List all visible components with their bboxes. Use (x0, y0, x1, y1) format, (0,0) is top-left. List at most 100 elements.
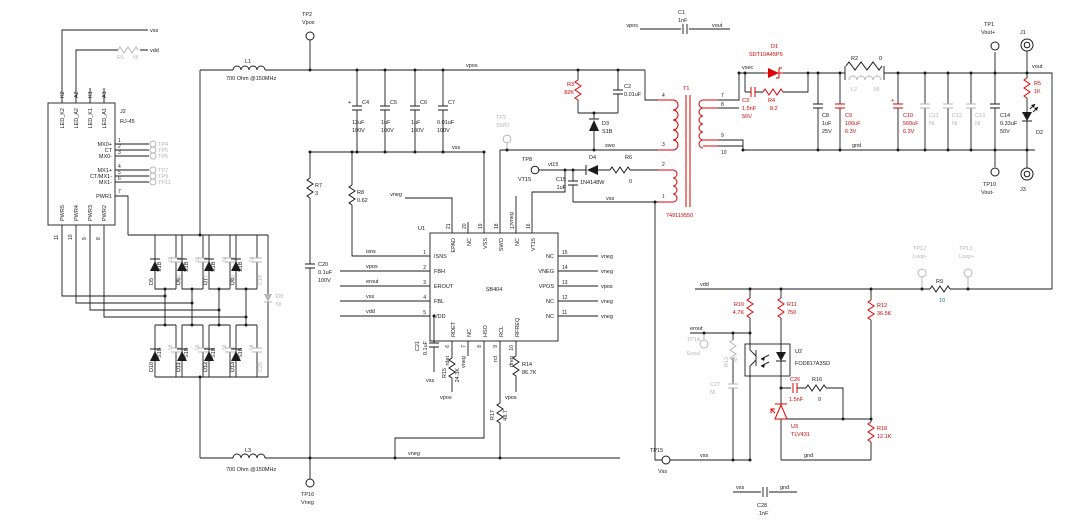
label-2: 2 (423, 265, 426, 271)
label-vout: vout (1032, 64, 1043, 70)
label-1.5nf: 1.5nF (789, 397, 804, 403)
label-erout: Erout (687, 351, 701, 357)
label-nc: NC (515, 238, 521, 246)
testpoint-tp1 (990, 41, 1000, 51)
label-+: + (891, 98, 894, 104)
label-18: 18 (494, 223, 500, 229)
label-mx1+: MX1+ (97, 168, 112, 174)
label-vdd: vdd (366, 309, 375, 315)
label-36.5k: 36.5K (877, 311, 892, 317)
label-mx0+: MX0+ (97, 142, 112, 148)
label-d8: D8 (230, 278, 236, 285)
label-ni: NI (952, 121, 958, 127)
label-vpos: vpos (601, 284, 613, 290)
label-100v: 100V (437, 128, 450, 134)
label-r18: R18 (877, 426, 887, 432)
label-19: 19 (478, 223, 484, 229)
label-gnd: gnd (780, 485, 789, 491)
optocoupler-u2-outline (744, 343, 791, 377)
label-r8: R8 (357, 190, 364, 196)
diodes-black (150, 103, 1039, 368)
junction-dots (163, 68, 1029, 462)
label-r4: R4 (768, 98, 775, 104)
diode-d3 (589, 118, 599, 131)
label-vpos: vpos (505, 395, 517, 401)
capacitor-c10 (893, 103, 903, 109)
label-5: 5 (118, 170, 121, 176)
label-tp3: TP3 (496, 115, 506, 121)
capacitor-c9 (835, 103, 845, 109)
testpoint-tp4 (149, 140, 157, 148)
label-6.3v: 6.3V (845, 129, 857, 135)
label-tp11: TP11 (158, 180, 171, 186)
label-l3: L3 (245, 448, 251, 454)
label-pwr5: PWR5 (60, 205, 66, 221)
label-s1b: S1B (238, 261, 244, 272)
label-d4: D4 (589, 155, 596, 161)
resistor-r6 (609, 166, 631, 174)
label-10: 10 (939, 298, 945, 304)
label-25v: 25V (822, 129, 832, 135)
label-nc: NC (546, 299, 554, 305)
label-1uf: 1uF (557, 185, 567, 191)
label-pwr3: PWR3 (88, 205, 94, 221)
label-vneg: vneg (509, 212, 515, 224)
label-k1: K1 (88, 91, 94, 98)
inductor-l1 (232, 65, 266, 71)
label-0.1uf: 0.1uF (423, 340, 429, 355)
label-0: 0 (879, 56, 882, 62)
label-vneg: vneg (601, 314, 613, 320)
label-vneg: vneg (461, 356, 467, 368)
label-1uf: 1uF (381, 120, 391, 126)
label-erout: erout (690, 326, 703, 332)
resistor-r2 (845, 61, 883, 71)
label-sb404: SB404 (486, 287, 503, 293)
inductor-l3 (232, 453, 266, 459)
resistor-r9 (929, 285, 951, 293)
label-c17: C17 (204, 275, 210, 285)
label-vss: vss (150, 28, 159, 34)
label-r3: R3 (567, 82, 574, 88)
label-vss: vss (366, 294, 375, 300)
label-3: 3 (423, 280, 426, 286)
label-100v: 100V (352, 128, 365, 134)
label-c28: C28 (757, 503, 767, 509)
label-l2: L2 (851, 87, 857, 93)
label-7: 7 (721, 93, 724, 99)
label-vpos: VPOS (539, 284, 555, 290)
label-c20: C20 (318, 262, 328, 268)
label-17: 17 (510, 223, 516, 229)
label-u1: U1 (418, 226, 425, 232)
label-15: 15 (562, 250, 568, 256)
label-c11: C11 (929, 113, 939, 119)
label-d2: D2 (1036, 130, 1043, 136)
label-r10: R10 (734, 302, 744, 308)
label-tlv431: TLV431 (791, 432, 810, 438)
resistor-r3 (574, 79, 582, 101)
resistor-r15 (448, 357, 456, 379)
label-c23: C23 (204, 362, 210, 372)
label-a2: A2 (74, 91, 80, 98)
capacitor-c3 (750, 87, 756, 97)
label-c4: C4 (362, 100, 369, 106)
label-fbh: FBH (434, 269, 445, 275)
label-vt15: VT15 (531, 238, 537, 251)
label-ct: CT (105, 148, 113, 154)
shunt-regulator-u3 (770, 403, 788, 420)
label-20: 20 (462, 223, 468, 229)
label-l1: L1 (245, 59, 251, 65)
label-vdd: vdd (700, 282, 709, 288)
diode-d13 (231, 348, 241, 361)
label-d6: D6 (176, 278, 182, 285)
label-s1b: S1B (211, 347, 217, 358)
label-vss: vss (700, 453, 709, 459)
label-sdt10a45p5: SDT10A45P5 (749, 52, 783, 58)
label-rj-45: RJ-45 (120, 119, 135, 125)
label-11: 11 (562, 310, 567, 316)
label-pwr4: PWR4 (74, 205, 80, 221)
label-pwr1: PWR1 (96, 194, 112, 200)
label-tp15: TP15 (650, 448, 663, 454)
label-u3: U3 (791, 424, 798, 430)
label-tp1: TP1 (984, 22, 994, 28)
